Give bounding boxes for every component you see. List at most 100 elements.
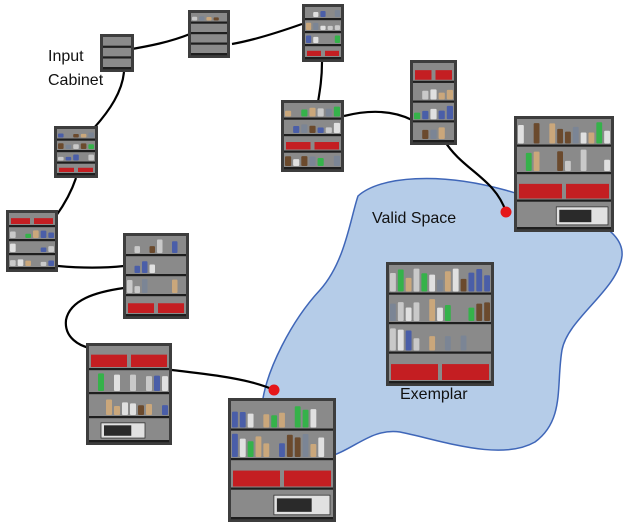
kitchen-item xyxy=(468,307,475,321)
cabinet-microwave-mid xyxy=(228,398,336,522)
kitchen-item xyxy=(518,124,524,144)
kitchen-item xyxy=(413,302,420,321)
red-bowl-item xyxy=(391,364,438,380)
endpoint-marker-bottom xyxy=(268,384,280,396)
kitchen-item xyxy=(302,434,309,457)
shelf xyxy=(9,225,55,228)
kitchen-item xyxy=(146,376,152,391)
shelf xyxy=(191,42,227,45)
kitchen-item xyxy=(40,230,47,238)
cabinet-sparse xyxy=(188,10,230,58)
cabinet-back-panel xyxy=(103,37,131,69)
shelf xyxy=(413,80,454,83)
kitchen-item xyxy=(446,105,453,120)
kitchen-item xyxy=(397,302,404,321)
shelf xyxy=(103,67,131,70)
kitchen-item xyxy=(317,108,324,117)
kitchen-item xyxy=(405,330,412,351)
kitchen-item xyxy=(294,406,301,428)
kitchen-item xyxy=(48,232,54,238)
kitchen-item xyxy=(239,438,246,457)
kitchen-item xyxy=(192,16,198,21)
cabinet-microwave-bottom xyxy=(86,343,172,445)
kitchen-item xyxy=(73,144,79,149)
cabinet-red-bottom xyxy=(6,210,58,272)
path-segment xyxy=(125,32,191,52)
kitchen-item xyxy=(429,336,436,351)
kitchen-item xyxy=(325,127,332,133)
kitchen-item xyxy=(25,233,31,238)
kitchen-item xyxy=(452,268,459,292)
kitchen-item xyxy=(58,156,64,161)
kitchen-item xyxy=(468,272,475,292)
kitchen-item xyxy=(10,231,16,238)
shelf xyxy=(305,44,341,47)
shelf xyxy=(191,53,227,56)
shelf xyxy=(389,322,491,325)
kitchen-item xyxy=(286,434,293,457)
red-bowl-item xyxy=(34,218,53,224)
kitchen-item xyxy=(557,128,563,144)
kitchen-item xyxy=(88,144,94,149)
shelf xyxy=(57,161,95,164)
shelf xyxy=(413,100,454,103)
kitchen-item xyxy=(162,405,168,415)
kitchen-item xyxy=(17,259,24,266)
kitchen-item xyxy=(172,279,178,293)
kitchen-item xyxy=(310,409,317,428)
kitchen-item xyxy=(146,403,152,415)
path-segment xyxy=(55,177,78,217)
kitchen-item xyxy=(65,156,72,161)
kitchen-item xyxy=(317,127,324,133)
kitchen-item xyxy=(444,336,451,351)
shelf xyxy=(9,267,55,270)
kitchen-item xyxy=(460,278,467,292)
kitchen-item xyxy=(65,144,72,149)
kitchen-item xyxy=(40,261,47,266)
cabinet-blue-cups xyxy=(123,233,189,319)
kitchen-item xyxy=(444,305,451,321)
shelf xyxy=(284,134,341,137)
valid-space-label: Valid Space xyxy=(372,210,457,227)
kitchen-item xyxy=(293,159,300,166)
shelf xyxy=(413,120,454,123)
red-bowl-item xyxy=(314,142,339,150)
kitchen-item xyxy=(25,260,31,266)
path-segment xyxy=(443,139,508,213)
kitchen-item xyxy=(476,303,483,321)
kitchen-item xyxy=(142,278,148,293)
red-bowl-item xyxy=(435,70,452,80)
kitchen-item xyxy=(438,127,445,139)
shelf xyxy=(231,458,333,461)
shelf xyxy=(413,140,454,143)
kitchen-item xyxy=(604,130,610,144)
exemplar-label: Exemplar xyxy=(400,386,468,403)
endpoint-marker-top xyxy=(500,206,512,218)
shelf xyxy=(284,150,341,153)
red-bowl-item xyxy=(325,50,339,56)
kitchen-item xyxy=(106,399,112,415)
kitchen-item xyxy=(310,443,317,457)
kitchen-item xyxy=(405,307,412,321)
kitchen-item xyxy=(318,437,325,457)
kitchen-item xyxy=(162,376,168,391)
red-bowl-item xyxy=(233,470,280,487)
shelf xyxy=(517,227,611,230)
kitchen-item xyxy=(58,143,64,149)
kitchen-item xyxy=(149,264,155,273)
microwave-window xyxy=(104,425,132,436)
kitchen-item xyxy=(334,10,340,17)
shelf xyxy=(231,517,333,520)
kitchen-item xyxy=(213,17,219,21)
kitchen-item xyxy=(422,90,429,100)
kitchen-item xyxy=(294,437,301,457)
red-bowl-item xyxy=(286,142,311,150)
shelf xyxy=(9,253,55,256)
cabinet-exemplar xyxy=(386,262,494,386)
red-bowl-item xyxy=(11,218,30,224)
kitchen-item xyxy=(10,243,16,252)
kitchen-item xyxy=(476,268,483,292)
kitchen-item xyxy=(130,374,136,391)
kitchen-item xyxy=(430,129,437,139)
